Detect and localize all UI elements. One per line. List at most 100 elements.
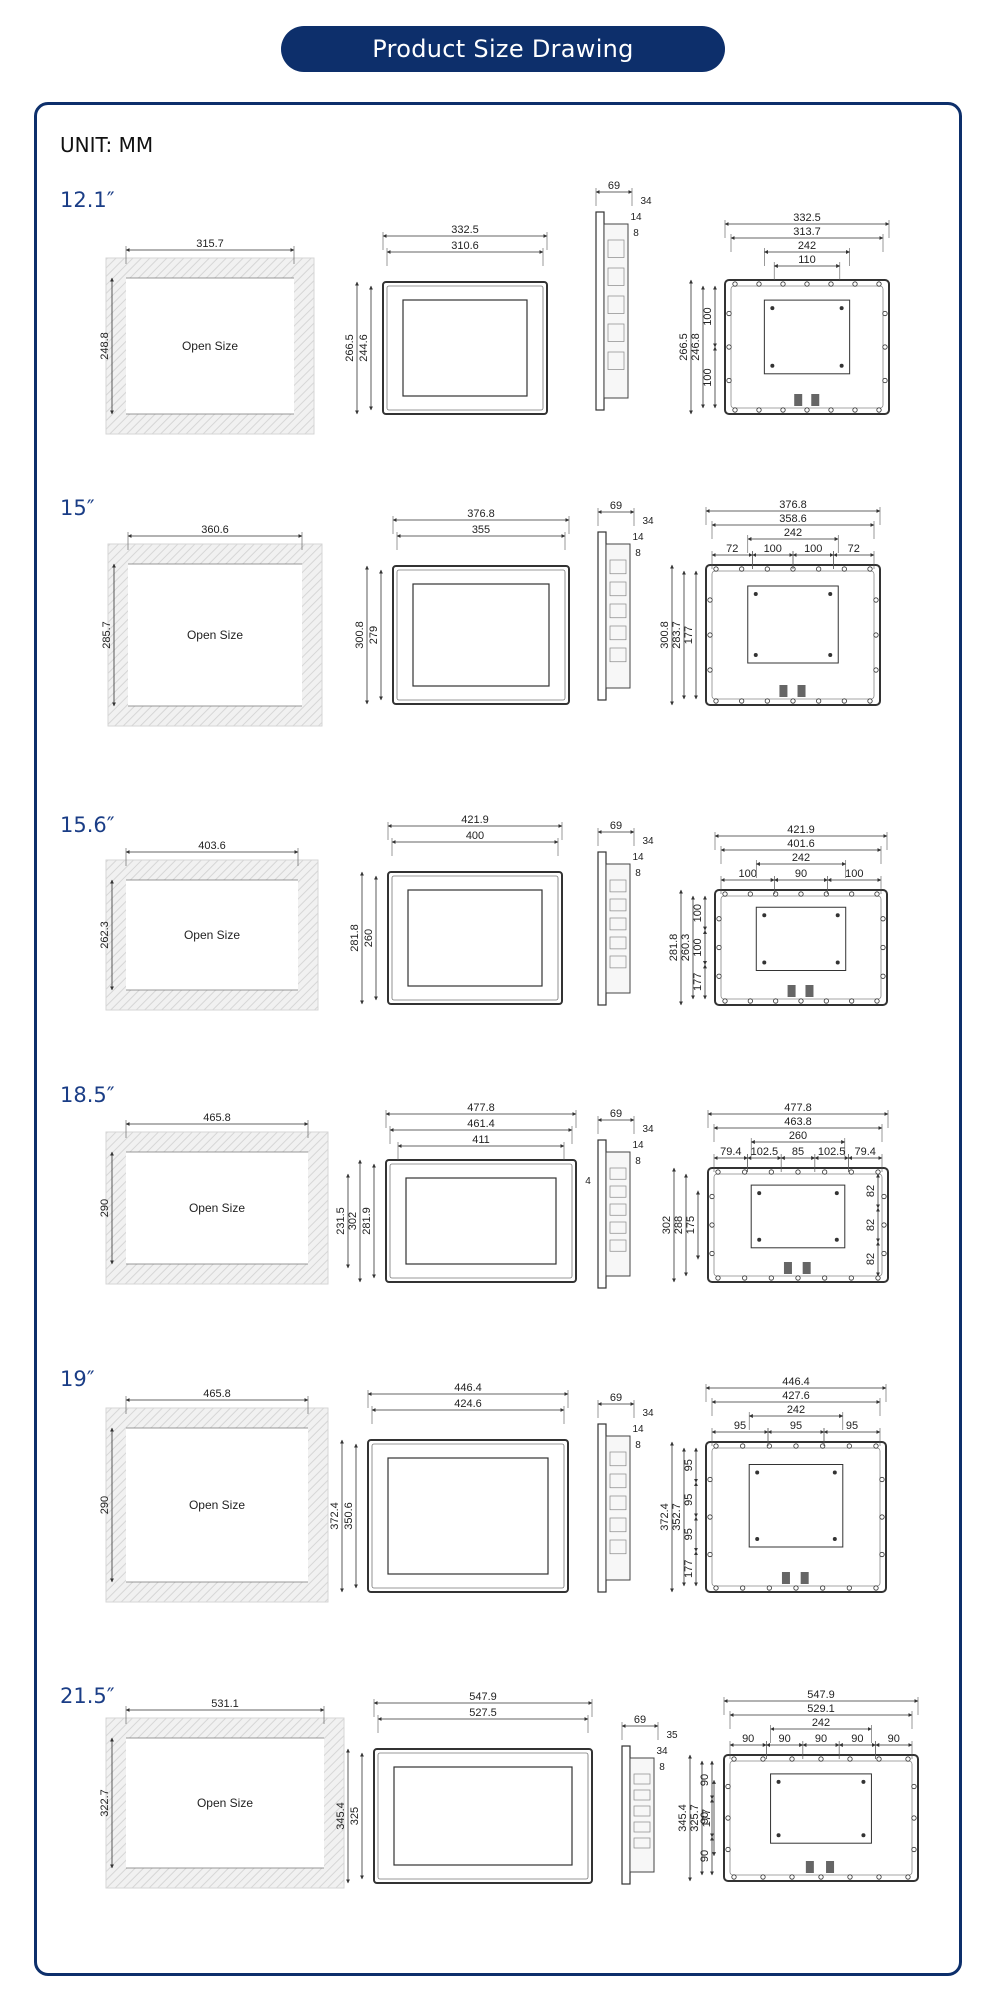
mount-hole	[757, 1191, 762, 1196]
back-width-1-label: 427.6	[782, 1390, 810, 1402]
back-pitch-w-2-label: 85	[792, 1146, 804, 1158]
back-width-3-label: 110	[798, 254, 816, 266]
clamp-hole	[874, 998, 880, 1004]
back-width-2-label: 242	[798, 240, 816, 252]
clamp-hole	[911, 1783, 917, 1790]
size-heading-5: 21.5″	[60, 1684, 115, 1708]
clamp-hole	[880, 916, 886, 922]
mount-hole	[753, 653, 758, 657]
front-inner-width-label: 400	[466, 830, 484, 842]
clamp-hole	[756, 407, 762, 413]
side-housing	[605, 1151, 631, 1277]
back-width-1-label: 529.1	[807, 1703, 835, 1715]
back-pitch-h-0-label: 95	[683, 1459, 695, 1471]
mount-hole	[776, 1779, 781, 1784]
clamp-hole	[828, 281, 834, 287]
side-dim-5: 4	[585, 1176, 591, 1187]
clamp-hole	[873, 1443, 879, 1449]
side-dim-2: 35	[666, 1730, 678, 1741]
clamp-hole	[873, 1585, 879, 1591]
side-dim-4: 8	[633, 228, 639, 239]
clamp-hole	[841, 698, 847, 704]
side-housing	[603, 223, 629, 399]
connector	[805, 985, 814, 997]
side-detail	[607, 239, 625, 258]
clamp-hole	[848, 1275, 854, 1281]
back-pitch-w-3-label: 102.5	[818, 1146, 846, 1158]
clamp-hole	[740, 1585, 746, 1591]
back-width-0-label: 477.8	[784, 1102, 812, 1114]
front-inner-height-label: 350.6	[343, 1502, 355, 1530]
clamp-hole	[818, 1756, 824, 1762]
connector	[779, 685, 788, 697]
clamp-hole	[713, 1585, 719, 1591]
cutout-opening	[126, 880, 298, 990]
clamp-hole	[709, 1193, 715, 1200]
back-pitch-w-4-label: 79.4	[854, 1146, 875, 1158]
mount-hole	[828, 653, 833, 657]
side-dim-2: 34	[642, 1124, 654, 1135]
back-pitch-h-2-label: 90	[699, 1850, 711, 1862]
side-housing	[605, 863, 631, 994]
connector	[800, 1572, 809, 1584]
front-inner-width-label: 461.4	[467, 1118, 495, 1130]
mount-hole	[832, 1470, 837, 1475]
side-detail	[609, 898, 627, 912]
back-pitch-h-2-label: 95	[683, 1528, 695, 1540]
cutout-width-label: 465.8	[203, 1388, 231, 1400]
clamp-hole	[879, 1476, 885, 1483]
back-height-0-label: 300.8	[659, 621, 671, 649]
clamp-hole	[726, 377, 732, 384]
back-pitch-w-1-label: 90	[795, 868, 807, 880]
clamp-hole	[739, 566, 745, 572]
clamp-hole	[731, 1874, 737, 1880]
clamp-hole	[722, 998, 728, 1004]
front-screen	[393, 1766, 573, 1866]
side-detail	[609, 1167, 627, 1180]
cutout-height-label: 290	[99, 1199, 111, 1217]
side-dim-3: 14	[630, 212, 642, 223]
clamp-hole	[873, 597, 879, 603]
front-outer-height-label: 300.8	[354, 621, 366, 649]
back-height-1-label: 283.7	[671, 621, 683, 649]
size-heading-2: 15.6″	[60, 813, 115, 837]
mount-hole	[776, 1833, 781, 1838]
mount-hole	[762, 913, 767, 918]
mount-hole	[839, 363, 844, 368]
cutout-width-label: 465.8	[203, 1112, 231, 1124]
clamp-hole	[780, 281, 786, 287]
clamp-hole	[873, 632, 879, 638]
clamp-hole	[760, 1756, 766, 1762]
side-dim-3: 14	[632, 852, 644, 863]
front-inner-width-label: 310.6	[451, 240, 479, 252]
back-mount-plate	[747, 585, 839, 664]
clamp-hole	[768, 1169, 774, 1175]
clamp-hole	[875, 1275, 881, 1281]
clamp-hole	[707, 1551, 713, 1558]
back-pitch-h-0-label: 100	[692, 904, 704, 922]
clamp-hole	[882, 344, 888, 350]
clamp-hole	[768, 1275, 774, 1281]
side-dim-2: 34	[640, 196, 652, 207]
front-outer-width-label: 376.8	[467, 508, 495, 520]
side-dim-2: 34	[642, 836, 654, 847]
clamp-hole	[707, 667, 713, 673]
clamp-hole	[882, 310, 888, 317]
front-outer-width-label: 446.4	[454, 1382, 482, 1394]
clamp-hole	[841, 566, 847, 572]
back-pitch-w-2-label: 95	[846, 1420, 858, 1432]
clamp-hole	[876, 1874, 882, 1880]
side-dim-3: 14	[632, 532, 644, 543]
back-pitch-h-0-label: 100	[702, 307, 714, 325]
front-outer-height-label: 302	[347, 1212, 359, 1230]
front-bezel-inner	[389, 1163, 573, 1279]
size-heading-0: 12.1″	[60, 188, 115, 212]
clamp-hole	[731, 1756, 737, 1762]
clamp-hole	[881, 1250, 887, 1257]
connector	[794, 394, 803, 406]
back-pitch-r-0-label: 82	[865, 1185, 877, 1197]
clamp-hole	[905, 1756, 911, 1762]
clamp-hole	[747, 998, 753, 1004]
side-detail	[633, 1805, 651, 1817]
